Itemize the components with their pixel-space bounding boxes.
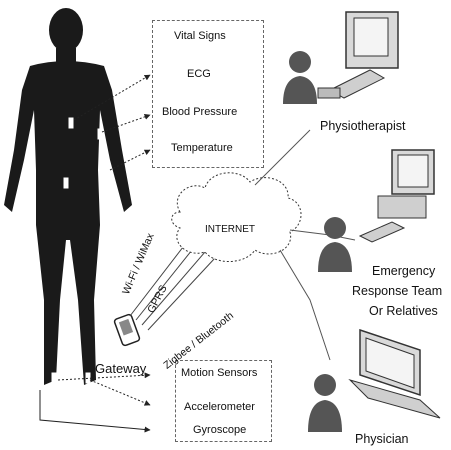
human-body-silhouette [4, 8, 132, 385]
desktop-computer-icon [318, 12, 398, 98]
physiotherapist-label: Physiotherapist [320, 120, 405, 133]
motion-connector [40, 390, 150, 430]
smartphone-icon [114, 314, 140, 346]
vital-sign-ecg: ECG [187, 69, 211, 80]
motion-sensors-heading: Motion Sensors [181, 368, 257, 379]
physician-workstation [308, 330, 440, 432]
physiotherapist-workstation [283, 12, 398, 104]
vital-sign-temperature: Temperature [171, 143, 233, 154]
internet-cloud-icon [172, 173, 301, 262]
emergency-label-line3: Or Relatives [369, 305, 438, 318]
person-icon [308, 374, 342, 432]
person-icon [283, 51, 317, 104]
internet-label: INTERNET [205, 225, 255, 235]
motion-sensor-gyroscope: Gyroscope [193, 425, 246, 436]
person-icon [318, 217, 352, 272]
laptop-icon [350, 330, 440, 418]
gateway-label: Gateway [95, 362, 146, 375]
motion-sensor-accelerometer: Accelerometer [184, 402, 255, 413]
vital-sign-blood-pressure: Blood Pressure [162, 107, 237, 118]
physician-label: Physician [355, 433, 409, 446]
emergency-label-line2: Response Team [352, 285, 442, 298]
emergency-workstation [318, 150, 434, 272]
desktop-computer-icon [360, 150, 434, 242]
vital-signs-heading: Vital Signs [174, 31, 226, 42]
emergency-label-line1: Emergency [372, 265, 435, 278]
